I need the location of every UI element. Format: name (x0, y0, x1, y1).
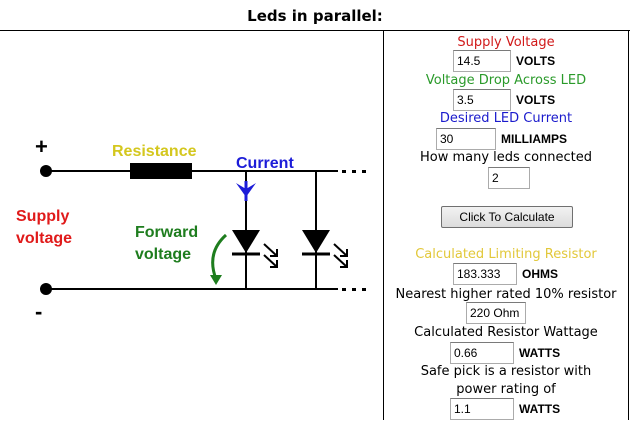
desired-current-row: MILLIAMPS (436, 128, 567, 150)
calculator-panel: Supply Voltage VOLTS Voltage Drop Across… (384, 31, 628, 420)
safe-pick-label-1: Safe pick is a resistor with (420, 364, 592, 379)
minus-sign: - (35, 299, 42, 324)
circuit-diagram: + - Resistance (0, 31, 383, 420)
forward-label-2: voltage (135, 246, 191, 263)
supply-voltage-unit: VOLTS (516, 54, 556, 68)
safe-pick-output[interactable] (450, 398, 514, 420)
supply-voltage-label: Supply Voltage (457, 35, 555, 50)
nearest-resistor-output[interactable] (466, 302, 526, 324)
led-count-row (488, 167, 530, 189)
desired-current-label: Desired LED Current (439, 111, 573, 126)
voltage-drop-label: Voltage Drop Across LED (425, 73, 587, 88)
safe-pick-row: WATTS (450, 398, 560, 420)
led2-light-arrows (333, 243, 348, 268)
limiting-resistor-output[interactable] (453, 263, 517, 285)
led-count-input[interactable] (488, 167, 530, 189)
led-count-label: How many leds connected (419, 150, 593, 165)
voltage-drop-row: VOLTS (453, 89, 555, 111)
led1-light-arrows (263, 243, 278, 268)
led1-diode (232, 230, 260, 253)
limiting-resistor-unit: OHMS (522, 267, 558, 281)
nearest-resistor-label: Nearest higher rated 10% resistor (395, 287, 617, 302)
forward-voltage-arrow (211, 233, 228, 280)
negative-terminal (40, 283, 52, 295)
resistor-wattage-unit: WATTS (519, 346, 561, 360)
resistor-wattage-output[interactable] (450, 342, 514, 364)
resistor-wattage-label: Calculated Resistor Wattage (414, 325, 598, 340)
resistance-label: Resistance (112, 143, 197, 160)
voltage-drop-unit: VOLTS (516, 93, 556, 107)
supply-voltage-input[interactable] (453, 50, 511, 72)
right-border (628, 30, 629, 420)
supply-voltage-row: VOLTS (453, 50, 555, 72)
page-title: Leds in parallel: (0, 0, 630, 31)
forward-label-1: Forward (135, 224, 198, 241)
calculate-button[interactable]: Click To Calculate (441, 206, 573, 228)
limiting-resistor-label: Calculated Limiting Resistor (415, 247, 597, 262)
voltage-drop-input[interactable] (453, 89, 511, 111)
column-divider (383, 30, 384, 420)
limiting-resistor-row: OHMS (453, 263, 558, 285)
nearest-resistor-row (466, 302, 526, 324)
led2-diode (302, 230, 330, 253)
safe-pick-label-2: power rating of (456, 382, 556, 397)
current-label: Current (236, 155, 294, 172)
desired-current-unit: MILLIAMPS (501, 132, 567, 146)
positive-terminal (40, 165, 52, 177)
resistor-wattage-row: WATTS (450, 342, 560, 364)
supply-label-2: voltage (16, 230, 72, 247)
resistor-symbol (130, 163, 192, 179)
plus-sign: + (35, 134, 48, 159)
continuation-dots-top (342, 170, 366, 173)
continuation-dots-bottom (342, 288, 366, 291)
safe-pick-unit: WATTS (519, 402, 561, 416)
circuit-svg: + - Resistance (16, 134, 366, 324)
desired-current-input[interactable] (436, 128, 496, 150)
supply-label-1: Supply (16, 208, 69, 225)
